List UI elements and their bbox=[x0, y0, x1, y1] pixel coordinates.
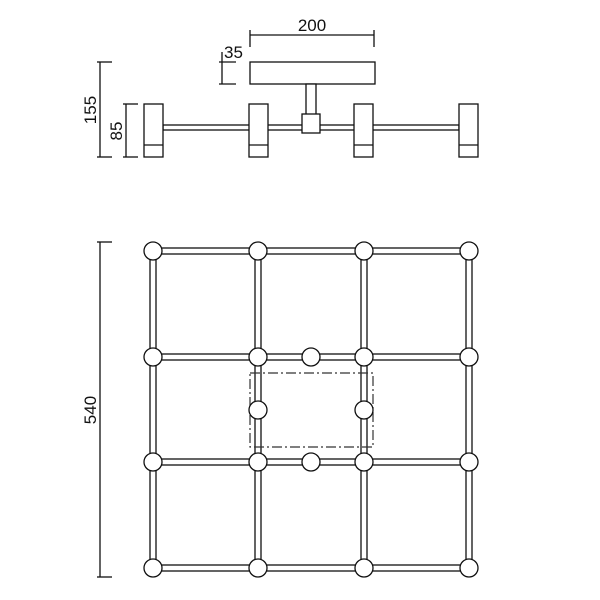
light-head bbox=[458, 103, 479, 158]
light-globe bbox=[248, 347, 268, 367]
light-globe bbox=[301, 452, 321, 472]
light-globe bbox=[143, 558, 163, 578]
side-view bbox=[143, 61, 479, 158]
grid-bar-horizontal bbox=[152, 247, 470, 255]
dimension-label: 200 bbox=[298, 16, 326, 35]
light-globe bbox=[248, 558, 268, 578]
dimension-label: 35 bbox=[224, 43, 243, 62]
dimension-label: 540 bbox=[81, 396, 100, 424]
dimension-200: 200 bbox=[249, 16, 375, 47]
grid-bar-horizontal bbox=[152, 564, 470, 572]
stem bbox=[305, 83, 317, 116]
light-globe bbox=[459, 347, 479, 367]
light-globe bbox=[248, 241, 268, 261]
light-globe bbox=[459, 241, 479, 261]
light-globe bbox=[248, 452, 268, 472]
grid-bar-vertical bbox=[465, 250, 473, 569]
dimension-label: 85 bbox=[107, 122, 126, 141]
light-globe bbox=[354, 347, 374, 367]
light-globe bbox=[354, 452, 374, 472]
light-globe bbox=[143, 347, 163, 367]
light-head bbox=[143, 103, 164, 158]
light-head bbox=[248, 103, 269, 158]
grid-bar-vertical bbox=[149, 250, 157, 569]
plan-view bbox=[143, 241, 479, 578]
junction-block bbox=[301, 113, 321, 134]
light-globe bbox=[354, 558, 374, 578]
light-globe bbox=[143, 241, 163, 261]
light-globe bbox=[459, 558, 479, 578]
canopy bbox=[249, 61, 376, 85]
light-globe bbox=[459, 452, 479, 472]
light-globe bbox=[354, 241, 374, 261]
dimension-85: 85 bbox=[107, 103, 138, 158]
light-globe bbox=[354, 400, 374, 420]
light-globe bbox=[248, 400, 268, 420]
light-globe bbox=[143, 452, 163, 472]
light-head bbox=[353, 103, 374, 158]
dimension-540: 540 bbox=[81, 241, 112, 578]
dimension-155: 155 bbox=[81, 61, 112, 158]
dimension-label: 155 bbox=[81, 96, 100, 124]
dimension-35: 35 bbox=[219, 43, 243, 85]
light-globe bbox=[301, 347, 321, 367]
